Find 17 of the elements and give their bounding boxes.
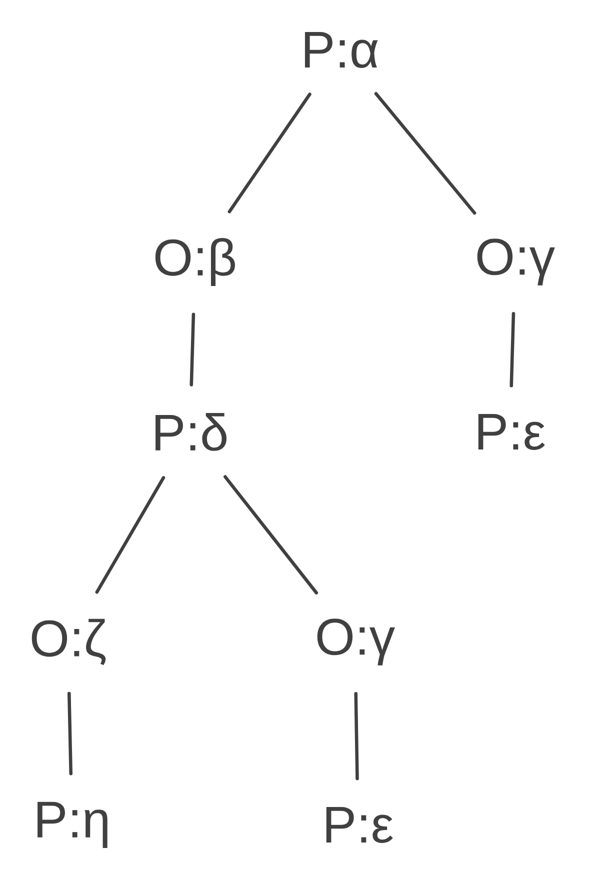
tree-label: O:β xyxy=(155,238,235,286)
tree-line xyxy=(510,312,516,388)
tree-line xyxy=(190,312,196,386)
tree-line xyxy=(228,92,312,214)
tree-label: O:ζ xyxy=(32,618,106,666)
tree-label: O:γ xyxy=(477,238,555,286)
tree-line xyxy=(354,692,359,780)
tree-label: P:δ xyxy=(156,413,226,451)
tree-line xyxy=(67,692,73,776)
tree-label: P:η xyxy=(38,802,108,848)
tree-line xyxy=(374,92,476,215)
tree-label: P:α xyxy=(304,32,378,68)
tree-line xyxy=(95,476,166,594)
tree-line xyxy=(224,475,318,594)
tree-label: P:ε xyxy=(478,414,545,450)
tree-label: O:γ xyxy=(317,618,395,666)
tree-label: P:ε xyxy=(326,807,393,843)
